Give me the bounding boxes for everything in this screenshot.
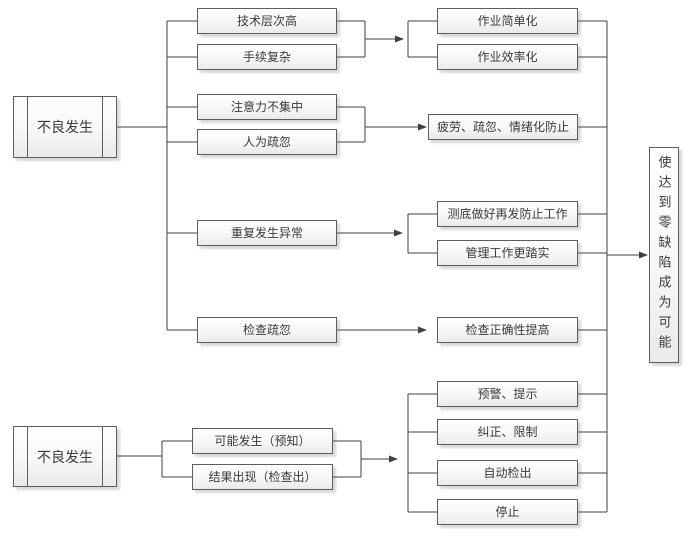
node-possible-occurrence: 可能发生（预知） [192,428,333,454]
node-label: 测底做好再发防止工作 [447,207,568,221]
node-procedure-complex: 手续复杂 [197,44,337,70]
node-inspection-accuracy: 检查正确性提高 [437,317,578,343]
node-correction-limit: 纠正、限制 [437,419,578,445]
edges-tech-to-work [337,20,437,58]
node-human-negligence: 人为疏忽 [197,129,337,155]
arrow-head [418,123,427,131]
node-warning-prompt: 预警、提示 [437,381,578,407]
node-label: 不良发生 [37,448,93,465]
node-label: 作业效率化 [477,50,538,64]
node-attention-lapse: 注意力不集中 [197,94,337,120]
node-label: 不良发生 [37,119,93,135]
node-label: 手续复杂 [242,50,291,64]
node-tech-level-high: 技术层次高 [197,8,337,34]
arrow-head [639,251,648,259]
node-label: 重复发生异常 [230,226,303,240]
node-label: 注意力不集中 [230,100,303,114]
node-inspection-negligence: 检查疏忽 [197,317,337,343]
edges-detect-to-actions [333,393,437,513]
node-label: 作业简单化 [477,14,538,28]
node-label: 技术层次高 [236,14,297,28]
node-label: 可能发生（预知） [214,434,311,448]
edges-attention-to-fatigue [337,106,419,143]
node-label: 疲劳、疏忽、情绪化防止 [436,120,569,134]
node-label: 自动检出 [483,466,532,480]
edges-repeated-to-prevention [337,213,437,254]
node-label: 预警、提示 [477,387,538,401]
edges-collector-to-goal [578,20,640,513]
arrow-head [389,455,398,463]
node-label: 检查正确性提高 [465,323,550,337]
node-defect-occurrence-bottom: 不良发生 [13,426,117,487]
arrow-head [394,229,403,237]
node-zero-defect-goal: 使达到零缺陷成为可能 [649,147,679,363]
node-management-solid: 管理工作更踏实 [437,240,578,266]
node-label: 结果出现（检查出） [208,470,317,484]
node-label: 停止 [495,505,520,519]
node-recurrence-prevention: 测底做好再发防止工作 [437,201,578,227]
arrow-heads [389,35,648,463]
node-label: 检查疏忽 [242,323,291,337]
node-stop: 停止 [437,499,578,525]
node-label: 纠正、限制 [477,425,538,439]
node-label: 人为疏忽 [242,135,291,149]
node-auto-detection: 自动检出 [437,460,578,486]
node-work-simplification: 作业简单化 [437,8,578,34]
node-label: 管理工作更踏实 [465,246,550,260]
node-fatigue-prevention: 疲劳、疏忽、情绪化防止 [428,114,578,140]
node-work-efficiency: 作业效率化 [437,44,578,70]
node-label: 使达到零缺陷成为可能 [656,155,672,355]
edges-defect-bottom-fan [117,440,192,478]
arrow-head [395,35,404,43]
node-defect-occurrence-top: 不良发生 [13,96,117,158]
node-result-appearance: 结果出现（检查出） [192,464,333,490]
edges-defect-top-fan [117,20,197,331]
arrow-head [418,326,427,334]
node-repeated-abnormal: 重复发生异常 [197,220,337,246]
